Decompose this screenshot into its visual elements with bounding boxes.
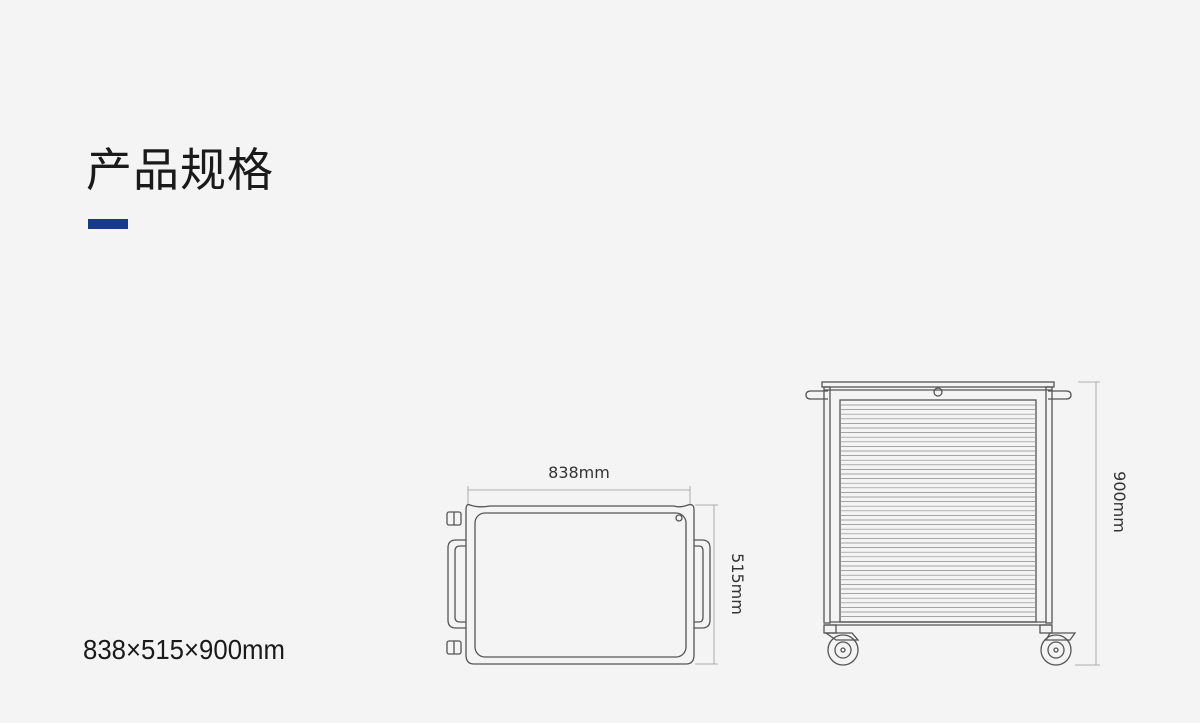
- title-underline-accent: [88, 219, 128, 229]
- section-title: 产品规格: [86, 143, 274, 197]
- depth-dimension-label: 515mm: [728, 553, 747, 615]
- roller-shutter-slats: [841, 404, 1035, 617]
- spec-dimensions-summary: 838×515×900mm: [83, 634, 285, 665]
- width-dimension-label: 838mm: [548, 463, 610, 482]
- top-view-drawing: [446, 486, 718, 665]
- front-view-drawing: [805, 381, 1100, 666]
- height-dimension-label: 900mm: [1110, 471, 1129, 533]
